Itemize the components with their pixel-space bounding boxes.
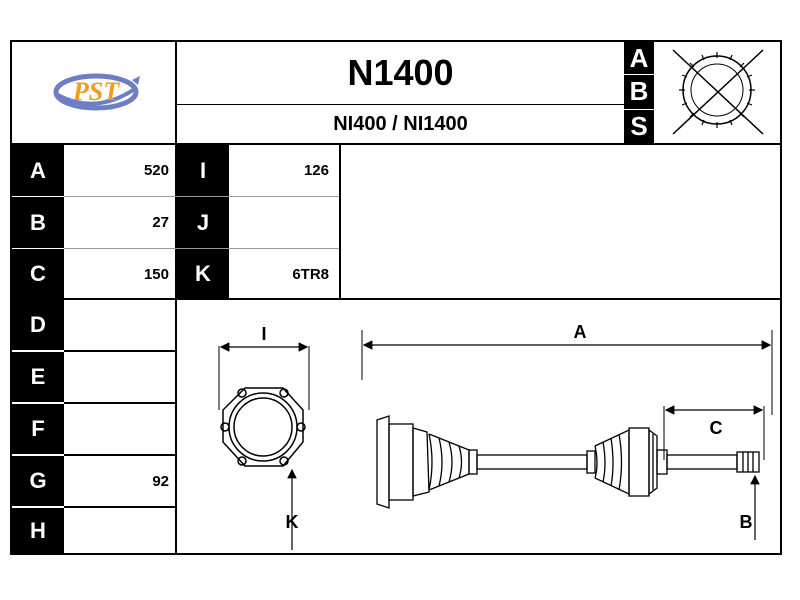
dim-key-e: E bbox=[12, 352, 64, 402]
dim-key-k: K bbox=[177, 249, 229, 299]
label-i: I bbox=[261, 324, 266, 344]
dim-key-j: J bbox=[177, 197, 229, 248]
abs-badge: A B S bbox=[624, 42, 654, 143]
dim-key-c: C bbox=[12, 249, 64, 299]
dim-value-b: 27 bbox=[152, 214, 169, 231]
label-k-text: K bbox=[285, 512, 299, 532]
abs-ring-crossed-icon bbox=[672, 49, 764, 135]
pst-logo: PST bbox=[53, 73, 140, 111]
dim-key-g: G bbox=[12, 456, 64, 506]
label-a: A bbox=[574, 322, 587, 342]
abs-letter-b: B bbox=[629, 76, 649, 106]
dim-value-g: 92 bbox=[152, 472, 169, 490]
drive-shaft-drawing: I K A C bbox=[218, 322, 773, 550]
dim-value-f bbox=[64, 404, 169, 454]
dim-key-d: D bbox=[12, 300, 64, 350]
dim-value-c: 150 bbox=[143, 265, 169, 283]
part-references: NI400 / NI1400 bbox=[333, 112, 468, 135]
dim-value-a: 520 bbox=[143, 162, 169, 179]
logo-text: PST bbox=[72, 77, 120, 106]
dim-value-k: 6TR8 bbox=[292, 265, 329, 283]
flange-end-view bbox=[220, 387, 306, 467]
dim-value-h bbox=[64, 508, 169, 553]
dim-value-d bbox=[64, 300, 169, 350]
dim-key-a: A bbox=[12, 145, 64, 196]
dim-value-i: 126 bbox=[303, 162, 329, 179]
dim-value-e bbox=[64, 352, 169, 402]
dim-key-i: I bbox=[177, 145, 229, 196]
abs-letter-s: S bbox=[630, 111, 648, 141]
label-b-text: B bbox=[739, 512, 753, 532]
spec-sheet: PST N1400 NI400 / NI1400 A B S A 520 B 2… bbox=[10, 40, 782, 555]
dim-value-j bbox=[229, 197, 329, 248]
label-c: C bbox=[710, 418, 723, 438]
logo-cell: PST bbox=[12, 42, 175, 143]
abs-letter-a: A bbox=[629, 43, 649, 73]
part-number: N1400 bbox=[347, 52, 454, 93]
dim-key-h: H bbox=[12, 508, 64, 553]
drive-shaft-side-view bbox=[376, 415, 760, 509]
dim-key-f: F bbox=[12, 404, 64, 454]
dim-key-b: B bbox=[12, 197, 64, 248]
